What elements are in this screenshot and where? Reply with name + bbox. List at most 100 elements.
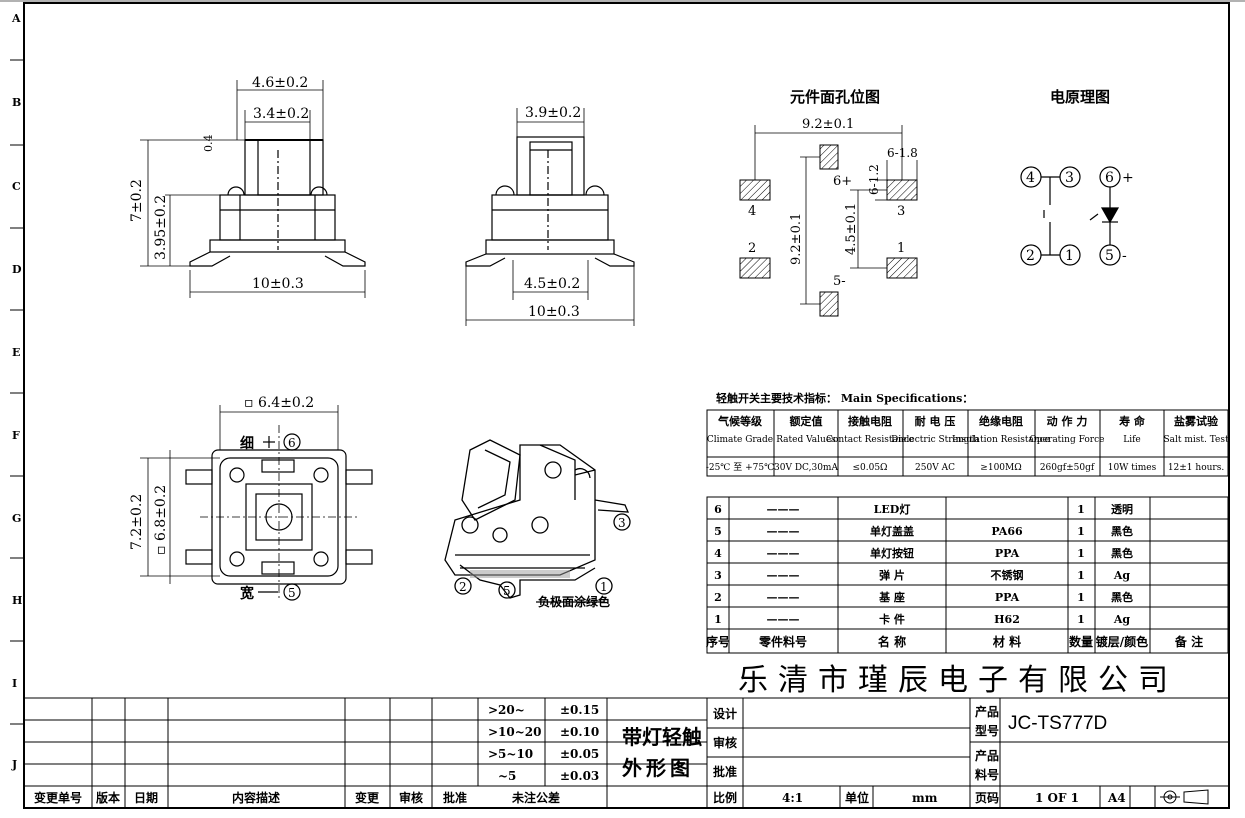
spec-h4-en: Dielectric Strength [891,435,979,445]
bom-row: 5 ——— 单灯盖盖 PA66 1 黑色 [714,524,1133,538]
minus-sign: - [1122,248,1127,264]
bom-material: H62 [994,613,1020,626]
row-d: D [12,263,22,276]
rev-h-approve: 批准 [443,790,467,805]
pcb-pin-1: 1 [897,241,905,256]
plus-sign: + [1122,170,1134,186]
pad-6 [819,144,839,170]
bom-name: 基 座 [878,590,905,604]
schematic [1020,166,1121,266]
iso-green-face [470,570,570,578]
label-wide: 宽 [240,585,254,602]
schematic-title: 电原理图 [1050,88,1110,106]
spec-v3: ≤0.05Ω [852,463,887,473]
dim-pcb-pad-w: 6-1.8 [887,146,918,160]
bom-h-note: 备 注 [1174,634,1203,649]
bom-qty: 1 [1077,547,1085,560]
bom-finish: 透明 [1111,503,1133,516]
row-b: B [12,96,21,109]
rev-h-date: 日期 [134,790,158,805]
bom-part: ——— [767,525,800,538]
top-pin-6: 6 [288,436,296,450]
bom-part: ——— [767,569,800,582]
roles: 设计 审核 批准 产品 型号 产品 料号 比例 4:1 单位 mm 页码 1 O… [713,704,1126,805]
pcb-pin-6: 6+ [833,174,852,189]
scale-value: 4:1 [782,791,803,805]
spec-h8-en: Salt mist. Test [1163,435,1229,445]
bom-finish: Ag [1113,613,1131,626]
sheet-size: A4 [1107,791,1126,805]
iso-pin-1: 1 [600,580,608,594]
bom-row: 2 ——— 基 座 PPA 1 黑色 [714,590,1133,604]
pcb-layout [739,125,918,317]
rev-h-review: 审核 [399,790,423,805]
spec-h6-cn: 动 作 力 [1047,414,1088,428]
bom-part: ——— [767,547,800,560]
rev-h-desc: 内容描述 [232,790,280,805]
rev-h-no: 变更单号 [34,790,82,805]
tol-range: >20~ [488,703,525,717]
bom-h-name: 名 称 [878,634,906,649]
bom-no: 1 [714,613,722,626]
partno-label-2: 料号 [975,767,999,782]
bom-row: 6 ——— LED灯 1 透明 [714,502,1133,516]
bom-part: ——— [767,613,800,626]
dim-front-width: 10±0.3 [252,276,304,292]
title-block [24,697,1228,808]
spec-v5: ≥100MΩ [980,463,1021,473]
row-a: A [11,12,21,25]
bom-name: 弹 片 [879,568,905,582]
dim-side-width: 10±0.3 [528,304,580,320]
front-dims: 4.6±0.2 3.4±0.2 0.4 7±0.2 3.95±0.2 10±0.… [129,75,309,292]
bom-name: 单灯按钮 [870,546,914,560]
bom-finish: Ag [1113,569,1131,582]
spec-v6: 260gf±50gf [1040,463,1095,473]
tol-caption: 未注公差 [511,790,560,805]
node-6: 6 [1105,170,1114,186]
schematic-labels: 4 3 2 1 6 5 + - [1026,170,1134,264]
company-name: 乐清市瑾辰电子有限公司 [738,663,1178,698]
bom-name: 卡 件 [879,612,905,626]
dim-front-height: 7±0.2 [129,179,145,222]
drawing-title-2: 外形图 [622,756,694,780]
bom-part: ——— [767,503,800,516]
role-approve: 批准 [713,764,737,779]
specs-heading: 轻触开关主要技术指标： Main Specifications： [716,391,973,405]
spec-v4: 250V AC [915,463,955,473]
bom-material: PA66 [991,525,1023,538]
top-pin-5: 5 [288,586,296,600]
spec-h1-cn: 气候等级 [717,414,763,428]
bom-h-qty: 数量 [1069,634,1093,649]
pcb-pin-4: 4 [748,204,756,219]
front-view [140,80,366,298]
bom-no: 5 [714,525,722,538]
bom-name: LED灯 [874,502,911,516]
tol-range: ~5 [498,769,516,783]
bom-h-material: 材 料 [992,634,1021,649]
bom-material: PPA [995,591,1020,604]
bom-finish: 黑色 [1111,590,1133,604]
row-e: E [12,346,20,359]
bom-row: 3 ——— 弹 片 不锈钢 1 Ag [714,568,1130,582]
side-view [465,108,635,326]
spec-h4-cn: 耐 电 压 [915,414,956,428]
bom-qty: 1 [1077,503,1085,516]
partno-label-1: 产品 [975,748,999,763]
specs-text: 气候等级 Climate Grade 额定值 Rated Values 接触电阻… [706,414,1229,473]
pcb-pin-3: 3 [897,204,905,219]
sheet-border [23,2,1230,809]
pcb-pin-2: 2 [748,241,756,256]
spec-v8: 12±1 hours. [1168,463,1225,473]
unit-value: mm [912,791,938,805]
tol-value: ±0.15 [560,703,599,717]
dim-pcb-top: 9.2±0.1 [802,117,854,132]
dim-top-outer: 7.2±0.2 [129,494,145,550]
row-f: F [12,429,20,442]
bom-no: 4 [714,547,722,560]
rev-headers: 变更单号 版本 日期 内容描述 变更 审核 批准 [34,790,467,805]
node-2: 2 [1026,248,1035,264]
iso-note: 负极面涂绿色 [538,594,610,609]
iso-labels: 3 2 5 1 负极面涂绿色 [459,516,626,609]
spec-h2-en: Rated Values [776,435,836,445]
label-thin: 细 [240,435,254,452]
